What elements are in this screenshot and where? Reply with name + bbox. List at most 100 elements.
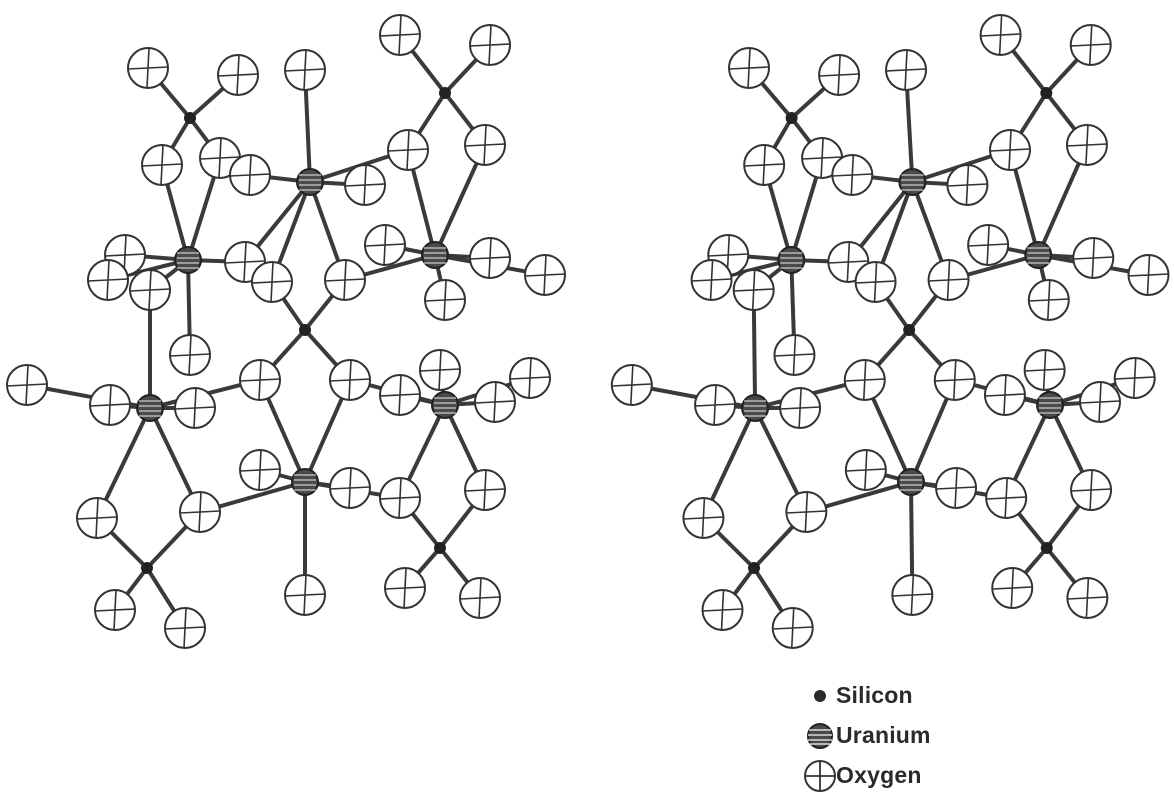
silicon-atom (903, 324, 916, 336)
oxygen-atom (6, 364, 48, 406)
legend: Silicon Uranium Oxygen (800, 676, 1000, 796)
uranium-atom (296, 168, 324, 196)
oxygen-atom (1066, 577, 1109, 619)
uranium-atom (777, 246, 806, 274)
uranium-atom (291, 468, 319, 496)
oxygen-atom (344, 164, 386, 206)
oxygen-atom (239, 449, 281, 491)
oxygen-atom (728, 47, 771, 89)
oxygen-atom (701, 589, 744, 631)
oxygen-atom (419, 349, 461, 391)
oxygen-atom (1023, 349, 1066, 391)
oxygen-atom (732, 269, 775, 311)
uranium-atom (896, 468, 925, 496)
oxygen-atom (127, 47, 169, 89)
silicon-atom (299, 324, 311, 336)
oxygen-atom (610, 364, 653, 406)
legend-label-oxygen: Oxygen (836, 762, 922, 788)
uranium-atom (431, 391, 459, 419)
oxygen-atom (169, 334, 211, 376)
oxygen-atom (1065, 124, 1108, 166)
oxygen-atom (985, 477, 1028, 519)
uranium-striped-sphere-icon (807, 723, 833, 749)
oxygen-atom (284, 574, 326, 616)
oxygen-atom (379, 14, 421, 56)
oxygen-atom (141, 144, 183, 186)
oxygen-atom (843, 359, 886, 401)
oxygen-atom (94, 589, 136, 631)
oxygen-atom (1027, 279, 1070, 321)
oxygen-atom (891, 574, 934, 616)
oxygen-atom (379, 374, 421, 416)
oxygen-atom (779, 387, 822, 429)
legend-label-silicon: Silicon (836, 682, 913, 708)
oxygen-atom (424, 279, 466, 321)
oxygen-atom (933, 359, 976, 401)
silicon-atom (439, 87, 451, 99)
oxygen-atom (379, 477, 421, 519)
oxygen-atom (509, 357, 551, 399)
oxygen-atom (989, 129, 1031, 171)
oxygen-atom (464, 124, 506, 166)
oxygen-atom (935, 467, 978, 509)
oxygen-atom (251, 261, 293, 303)
oxygen-atom (329, 467, 371, 509)
oxygen-atom (694, 384, 737, 426)
oxygen-atom (384, 567, 426, 609)
uranium-atom (741, 394, 770, 422)
oxygen-atom (854, 261, 897, 303)
oxygen-atom (743, 144, 786, 186)
stereo-view-right (610, 14, 1170, 649)
oxygen-atom (174, 387, 216, 429)
legend-item-oxygen: Oxygen (800, 756, 1000, 796)
oxygen-atom (773, 334, 816, 376)
uranium-atom (174, 246, 202, 274)
oxygen-atom (785, 491, 828, 533)
oxygen-atom (1070, 469, 1113, 511)
silicon-atom (1040, 542, 1053, 554)
uranium-atom (898, 168, 927, 196)
oxygen-atom (831, 154, 874, 196)
oxygen-atom (818, 54, 861, 96)
oxygen-atom (771, 607, 814, 649)
uranium-atom (1036, 391, 1065, 419)
oxygen-atom (239, 359, 281, 401)
oxygen-atom (179, 491, 221, 533)
silicon-atom (184, 112, 196, 124)
oxygen-atom (682, 497, 725, 539)
silicon-dot-icon (814, 690, 826, 702)
uranium-atom (136, 394, 164, 422)
silicon-atom (748, 562, 761, 574)
legend-item-silicon: Silicon (800, 676, 1000, 716)
oxygen-atom (1079, 381, 1122, 423)
silicon-atom (1040, 87, 1053, 99)
silicon-atom (785, 112, 798, 124)
oxygen-atom (946, 164, 989, 206)
oxygen-atom (801, 137, 844, 179)
oxygen-atom (324, 259, 366, 301)
oxygen-atom (89, 384, 131, 426)
oxygen-atom (1127, 254, 1170, 296)
oxygen-atom (690, 259, 733, 301)
uranium-atom (1024, 241, 1053, 269)
oxygen-atom (129, 269, 171, 311)
oxygen-atom (87, 259, 129, 301)
oxygen-crossed-circle-icon (804, 760, 836, 792)
oxygen-atom (229, 154, 271, 196)
oxygen-atom (524, 254, 566, 296)
oxygen-atom (885, 49, 928, 91)
oxygen-atom (199, 137, 241, 179)
oxygen-atom (1113, 357, 1156, 399)
oxygen-atom (469, 237, 511, 279)
stereo-view-left (6, 14, 566, 649)
oxygen-atom (991, 567, 1034, 609)
oxygen-atom (76, 497, 118, 539)
silicon-atom (434, 542, 446, 554)
oxygen-atom (329, 359, 371, 401)
oxygen-atom (284, 49, 326, 91)
oxygen-atom (387, 129, 429, 171)
legend-item-uranium: Uranium (800, 716, 1000, 756)
oxygen-atom (464, 469, 506, 511)
oxygen-atom (364, 224, 406, 266)
